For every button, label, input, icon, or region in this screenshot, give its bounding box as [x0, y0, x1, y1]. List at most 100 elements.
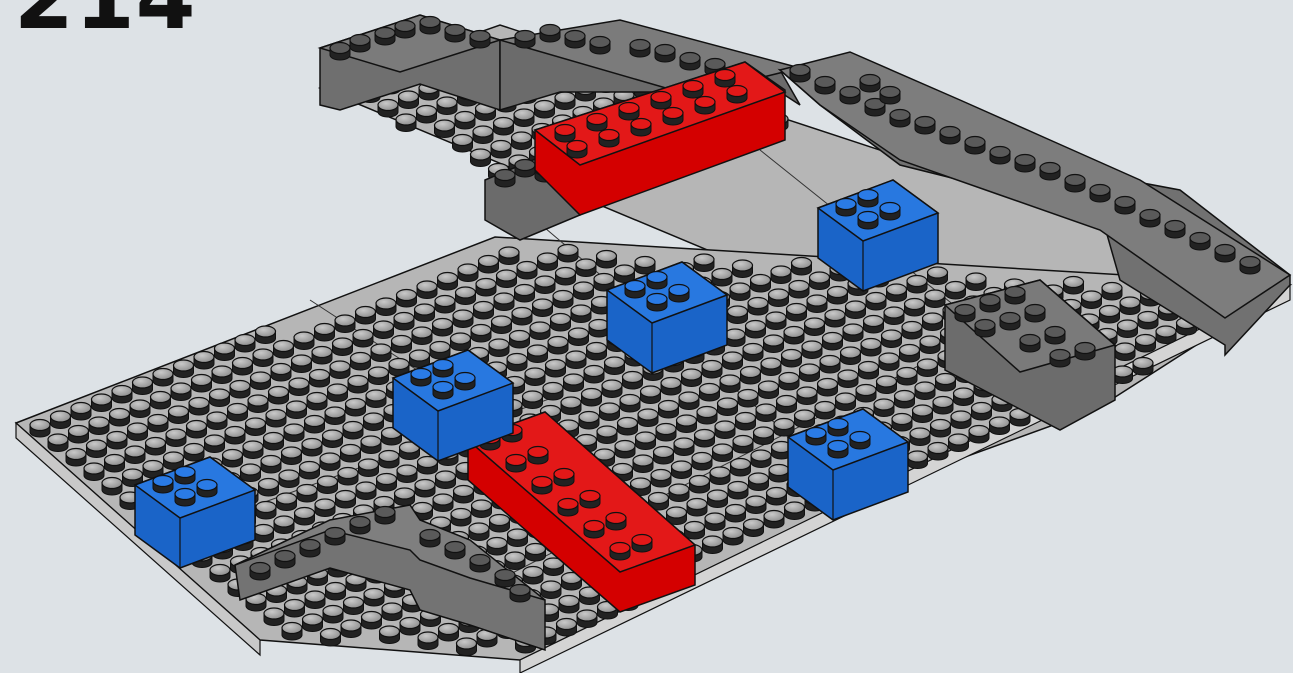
dark-gray-stud	[1040, 163, 1060, 181]
plate-stud	[782, 350, 802, 368]
plate-stud	[210, 565, 230, 583]
plate-stud	[1064, 277, 1084, 295]
plate-stud	[169, 406, 189, 424]
plate-stud	[861, 339, 881, 357]
plate-stud	[494, 118, 514, 136]
dark-gray-stud	[1140, 210, 1160, 228]
dark-gray-stud	[815, 77, 835, 95]
plate-stud	[305, 591, 325, 609]
plate-stud	[171, 383, 191, 401]
blue-stud	[880, 203, 900, 221]
plate-stud	[690, 476, 710, 494]
plate-stud	[555, 92, 575, 110]
plate-stud	[341, 620, 361, 638]
plate-stud	[369, 367, 389, 385]
plate-stud	[264, 608, 284, 626]
plate-stud	[557, 619, 577, 637]
plate-stud	[344, 597, 364, 615]
plate-stud	[215, 343, 235, 361]
plate-stud	[107, 432, 127, 450]
plate-stud	[864, 316, 884, 334]
plate-stud	[700, 384, 720, 402]
plate-stud	[230, 381, 250, 399]
plate-stud	[915, 382, 935, 400]
plate-stud	[530, 322, 550, 340]
plate-stud	[303, 614, 323, 632]
plate-stud	[846, 301, 866, 319]
plate-stud	[430, 342, 450, 360]
plate-stud	[228, 404, 248, 422]
plate-stud	[905, 299, 925, 317]
plate-stud	[636, 432, 656, 450]
plate-stud	[777, 396, 797, 414]
plate-stud	[685, 522, 705, 540]
plate-stud	[902, 322, 922, 340]
plate-stud	[1156, 326, 1176, 344]
plate-stud	[587, 343, 607, 361]
plate-stud	[674, 438, 694, 456]
dark-gray-stud	[915, 117, 935, 135]
plate-stud	[641, 386, 661, 404]
plate-stud	[366, 390, 386, 408]
plate-stud	[767, 488, 787, 506]
blue-stud	[647, 294, 667, 312]
plate-stud	[87, 440, 107, 458]
red-stud	[663, 108, 683, 126]
plate-stud	[779, 373, 799, 391]
plate-stud	[897, 368, 917, 386]
plate-stud	[166, 429, 186, 447]
plate-stud	[702, 361, 722, 379]
plate-stud	[769, 465, 789, 483]
plate-stud	[615, 265, 635, 283]
dark-gray-stud	[350, 517, 370, 535]
blue-stud	[433, 382, 453, 400]
plate-stud	[279, 470, 299, 488]
plate-stud	[433, 319, 453, 337]
plate-stud	[371, 344, 391, 362]
dark-gray-stud	[1075, 343, 1095, 361]
plate-stud	[153, 369, 173, 387]
red-stud	[506, 455, 526, 473]
plate-stud	[394, 313, 414, 331]
plate-stud	[207, 412, 227, 430]
blue-stud	[455, 373, 475, 391]
plate-stud	[730, 283, 750, 301]
plate-stud	[923, 313, 943, 331]
red-stud	[631, 119, 651, 136]
plate-stud	[759, 381, 779, 399]
plate-stud	[395, 488, 415, 506]
plate-stud	[491, 141, 511, 159]
plate-stud	[1118, 320, 1138, 338]
plate-stud	[556, 268, 576, 286]
red-stud	[727, 86, 747, 104]
plate-stud	[364, 589, 384, 607]
plate-stud	[928, 443, 948, 461]
plate-stud	[789, 281, 809, 299]
plate-stud	[492, 316, 512, 334]
plate-stud	[341, 445, 361, 463]
plate-stud	[638, 409, 658, 427]
plate-stud	[266, 410, 286, 428]
plate-stud	[48, 434, 68, 452]
plate-stud	[310, 370, 330, 388]
plate-stud	[538, 253, 558, 271]
plate-stud	[746, 321, 766, 339]
plate-stud	[990, 417, 1010, 435]
plate-stud	[576, 259, 596, 277]
plate-stud	[453, 135, 473, 153]
dark-gray-stud	[940, 127, 960, 145]
plate-stud	[285, 600, 305, 618]
plate-stud	[351, 353, 371, 371]
red-stud	[610, 543, 630, 561]
plate-stud	[566, 351, 586, 369]
plate-stud	[374, 321, 394, 339]
plate-stud	[546, 360, 566, 378]
plate-stud	[744, 519, 764, 537]
plate-stud	[877, 376, 897, 394]
plate-stud	[761, 358, 781, 376]
plate-stud	[253, 349, 273, 367]
plate-stud	[936, 374, 956, 392]
dark-gray-stud	[975, 320, 995, 338]
plate-stud	[233, 358, 253, 376]
